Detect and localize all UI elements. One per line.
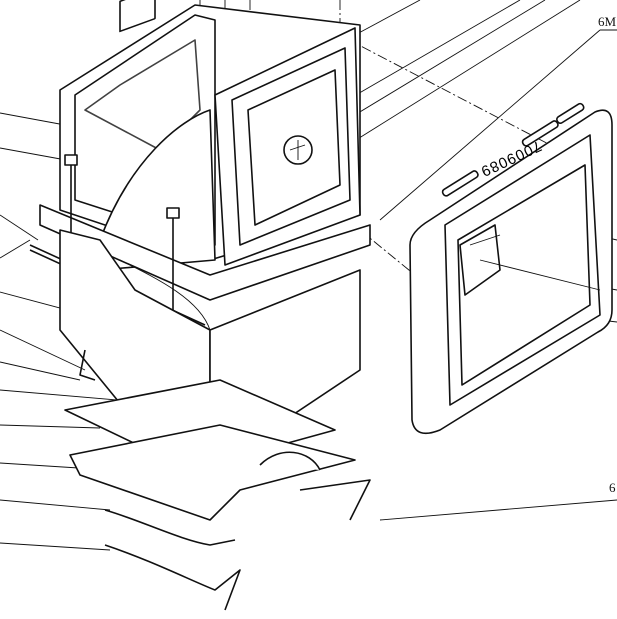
callout-label-6m: 6M bbox=[598, 14, 617, 29]
oven-door bbox=[409, 102, 613, 435]
cabinet-housing bbox=[29, 0, 371, 611]
callout-label-6: 6 bbox=[609, 480, 616, 495]
knob-right bbox=[166, 207, 180, 320]
